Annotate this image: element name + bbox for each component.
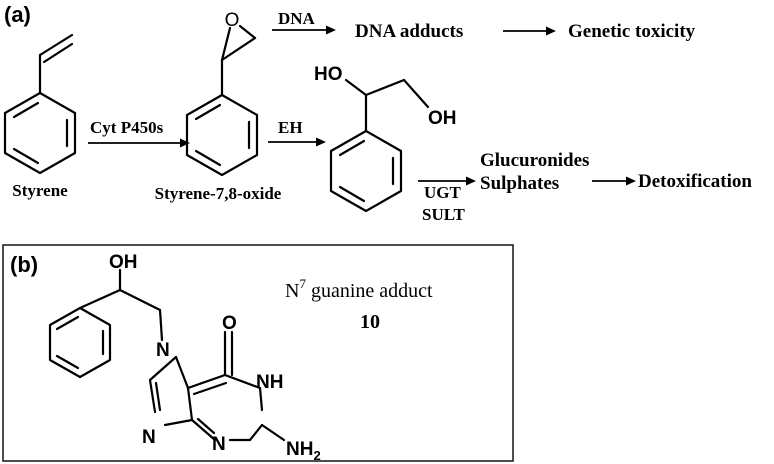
conjugation-arrowhead <box>466 176 476 186</box>
panel-b-label: (b) <box>10 252 38 277</box>
sulphates-label: Sulphates <box>480 173 559 194</box>
adduct-oh: OH <box>109 252 138 273</box>
compound-number: 10 <box>360 311 380 333</box>
dna-arrowhead <box>326 25 336 35</box>
p450-label: Cyt P450s <box>90 118 164 137</box>
detox-label: Detoxification <box>638 171 752 192</box>
tox-arrowhead <box>546 26 556 36</box>
panel-a-label: (a) <box>4 2 31 27</box>
eh-arrowhead <box>316 137 326 147</box>
sult-label: SULT <box>422 205 466 224</box>
epoxide-oxygen: O <box>225 10 240 31</box>
adduct-n-bottom: N <box>212 434 226 455</box>
styrene-label: Styrene <box>12 181 68 200</box>
adduct-n-left: N <box>142 427 156 448</box>
adduct-carbonyl-o: O <box>222 313 237 334</box>
glycol-ho: HO <box>314 64 343 85</box>
adduct-nh: NH <box>256 372 283 393</box>
styrene-oxide-structure <box>185 24 259 177</box>
eh-label: EH <box>278 118 303 137</box>
styrene-structure <box>3 33 77 175</box>
glycol-oh: OH <box>428 108 457 129</box>
dna-label: DNA <box>278 9 316 28</box>
styrene-glycol-structure <box>329 78 430 213</box>
p450-arrowhead <box>180 138 190 148</box>
oxide-label: Styrene-7,8-oxide <box>155 184 282 203</box>
detox-arrowhead <box>626 176 636 186</box>
ugt-label: UGT <box>424 183 462 202</box>
adduct-title: N7 guanine adduct <box>285 276 433 302</box>
dna-adducts: DNA adducts <box>355 21 463 42</box>
glucuronides-label: Glucuronides <box>480 150 589 171</box>
panel-b-box <box>2 244 514 462</box>
guanine-adduct-structure <box>48 268 286 442</box>
adduct-nh2: NH2 <box>286 439 321 463</box>
genetic-toxicity: Genetic toxicity <box>568 21 696 42</box>
adduct-n7: N <box>156 340 170 361</box>
